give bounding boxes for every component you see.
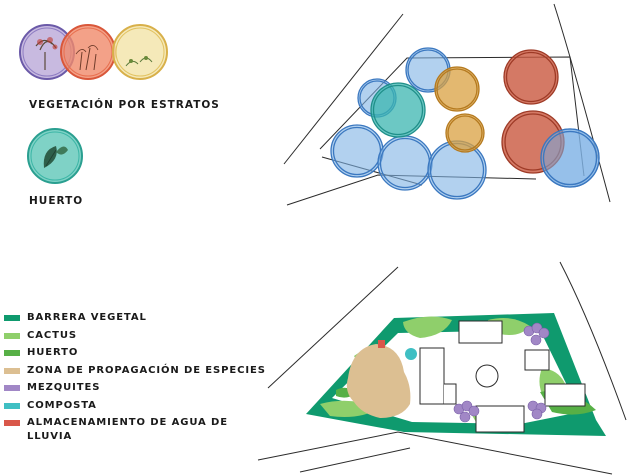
- compost-swatch: [4, 402, 20, 409]
- orchard-caption: HUERTO: [29, 195, 84, 207]
- mesquite-swatch: [4, 385, 20, 391]
- orchard-icon: [27, 128, 83, 184]
- zone-legend: BARRERA VEGETAL CACTUS HUERTO ZONA DE PR…: [4, 311, 272, 446]
- cactus-swatch: [4, 332, 20, 339]
- teal-tree-circle: [370, 82, 426, 138]
- legend-label: HUERTO: [27, 347, 79, 358]
- legend-item-propagation: ZONA DE PROPAGACIÓN DE ESPECIES: [4, 364, 272, 382]
- legend-label: MEZQUITES: [27, 382, 101, 393]
- strata-caption: VEGETACIÓN POR ESTRATOS: [29, 99, 220, 111]
- legend-label: CACTUS: [27, 329, 77, 341]
- legend-label: COMPOSTA: [27, 399, 97, 411]
- legend-label: ZONA DE PROPAGACIÓN DE ESPECIES: [27, 364, 266, 376]
- legend-label: BARRERA VEGETAL: [27, 312, 147, 323]
- legend-label: ALMACENAMIENTO DE AGUA DE LLUVIA: [27, 417, 228, 442]
- mesquite-trees: [453, 322, 550, 423]
- orchard-swatch: [4, 350, 20, 356]
- propagation-swatch: [4, 367, 20, 374]
- legend-item-orchard: HUERTO: [4, 346, 272, 364]
- rainwater-swatch: [4, 420, 20, 426]
- propagation-zone: [346, 344, 411, 418]
- legend-item-cactus: CACTUS: [4, 329, 272, 347]
- bottom-site-outline: [257, 261, 627, 475]
- legend-item-barrier: BARRERA VEGETAL: [4, 311, 272, 329]
- legend-item-compost: COMPOSTA: [4, 399, 272, 417]
- legend-item-mesquite: MEZQUITES: [4, 381, 272, 399]
- legend-item-rainwater: ALMACENAMIENTO DE AGUA DE LLUVIA: [4, 416, 272, 446]
- compost-point: [405, 348, 417, 360]
- rainwater-tank: [378, 340, 385, 348]
- building-outlines: [419, 320, 586, 433]
- herb-stratum-icon: [112, 24, 168, 80]
- orange-shrub-circles: [434, 66, 485, 153]
- barrier-swatch: [4, 315, 20, 321]
